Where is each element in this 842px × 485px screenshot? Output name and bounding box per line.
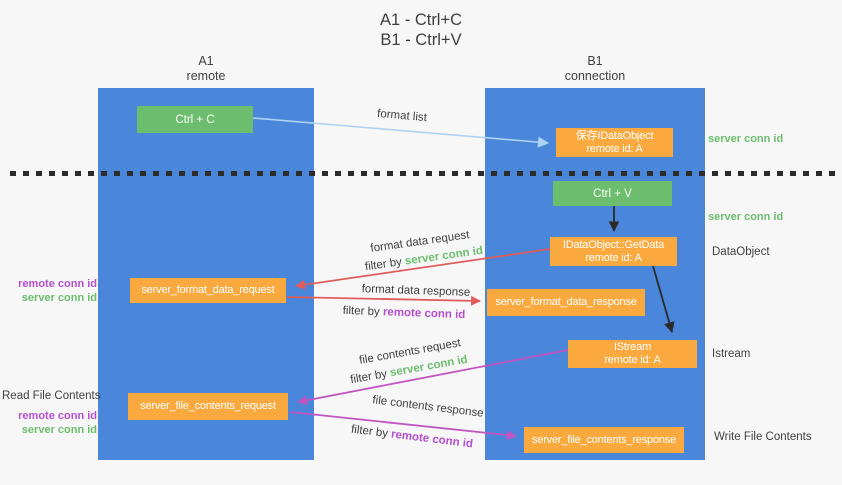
istream-side-label: Istream [712, 348, 751, 360]
save-idataobject-line1: 保存IDataObject [575, 129, 654, 142]
remote-conn-id-label: remote conn id [18, 410, 97, 422]
remote-conn-id-text: remote conn id [390, 428, 474, 451]
server-conn-id-label: server conn id [21, 292, 97, 304]
istream-line2: remote id: A [604, 354, 661, 366]
server-file-contents-response-node: server_file_contents_response [524, 427, 684, 453]
server-format-data-request-label: server_format_data_request [141, 284, 275, 296]
format-data-response-label: format data response [361, 283, 471, 299]
server-format-data-response-node: server_format_data_response [487, 289, 645, 316]
lane-b1-role: connection [564, 69, 626, 83]
ctrl-v-node: Ctrl + V [553, 181, 672, 206]
file-contents-response-label: file contents response [371, 394, 485, 420]
title-line-1: A1 - Ctrl+C [379, 11, 463, 29]
getdata-node: IDataObject::GetData remote id: A [550, 237, 677, 266]
ctrl-c-node: Ctrl + C [137, 106, 253, 133]
read-file-contents-label: Read File Contents [2, 390, 101, 402]
save-idataobject-line2: remote id: A [586, 142, 643, 155]
lane-b1-header: B1 connection [485, 54, 705, 84]
istream-node: IStream remote id: A [568, 340, 697, 368]
server-conn-id-mid-label: server conn id [708, 211, 784, 223]
diagram-title: A1 - Ctrl+C B1 - Ctrl+V [0, 10, 842, 50]
ctrl-c-label: Ctrl + C [175, 113, 215, 126]
filter-by-text: filter by [342, 304, 380, 319]
format-response-filter-label: filter by remote conn id [342, 305, 465, 321]
lane-a1-header: A1 remote [98, 54, 314, 84]
server-file-contents-request-node: server_file_contents_request [128, 393, 288, 420]
server-conn-id-top-label: server conn id [708, 133, 784, 145]
server-conn-id-label: server conn id [21, 424, 97, 436]
format-list-label: format list [376, 107, 428, 125]
server-file-contents-request-label: server_file_contents_request [140, 400, 276, 412]
istream-line1: IStream [613, 341, 652, 353]
server-format-data-request-node: server_format_data_request [130, 278, 286, 303]
dataobject-label: DataObject [712, 246, 770, 258]
remote-conn-id-label: remote conn id [18, 278, 97, 290]
getdata-line2: remote id: A [585, 251, 642, 264]
filter-by-text: filter by [349, 367, 389, 387]
remote-conn-id-text: remote conn id [382, 306, 466, 322]
ctrl-v-label: Ctrl + V [593, 187, 632, 200]
file-response-filter-label: filter by remote conn id [350, 424, 473, 451]
phase-separator-dotted-line [10, 171, 836, 176]
server-file-contents-response-label: server_file_contents_response [531, 433, 676, 446]
filter-by-text: filter by [350, 423, 389, 440]
write-file-contents-label: Write File Contents [714, 431, 812, 443]
filter-by-text: filter by [364, 256, 403, 274]
file-conn-id-pair: remote conn id server conn id [2, 409, 97, 437]
title-line-2: B1 - Ctrl+V [380, 31, 462, 49]
lane-a1-name: A1 [198, 54, 214, 68]
format-conn-id-pair: remote conn id server conn id [2, 277, 97, 305]
lane-b1-name: B1 [587, 54, 603, 68]
server-format-data-response-label: server_format_data_response [495, 296, 637, 308]
getdata-line1: IDataObject::GetData [562, 238, 665, 251]
save-idataobject-node: 保存IDataObject remote id: A [556, 128, 673, 157]
lane-a1-role: remote [186, 69, 226, 83]
